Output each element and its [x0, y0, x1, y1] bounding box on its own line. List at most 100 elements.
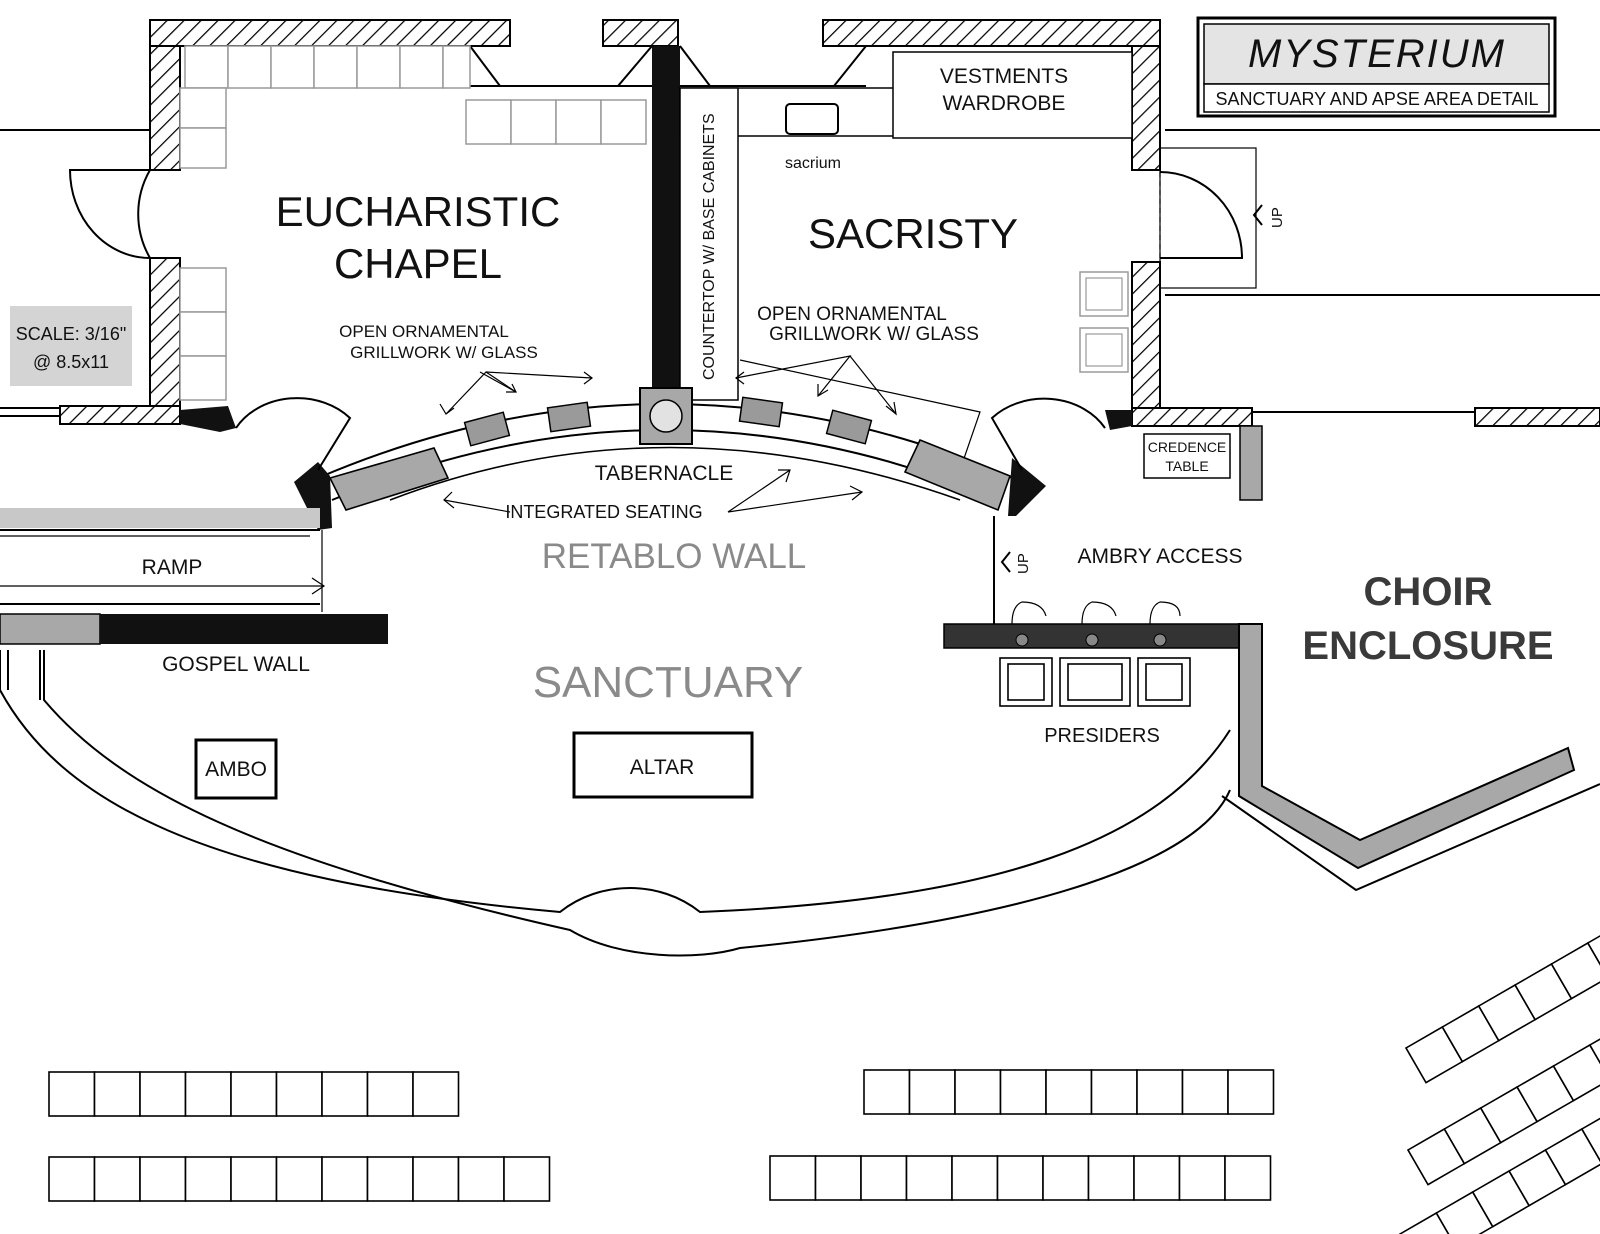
sacrium-label: sacrium	[785, 155, 841, 172]
pew-seat	[814, 1155, 862, 1201]
room-sacristy: SACRISTY	[808, 210, 1018, 257]
retablo-wall	[180, 387, 1132, 530]
pew-seat	[1045, 1069, 1093, 1115]
room-eucharistic-2: CHAPEL	[334, 240, 502, 287]
chapel-cabinets	[179, 45, 647, 401]
vestments-1: VESTMENTS	[940, 65, 1068, 88]
pew-seat	[1042, 1155, 1090, 1201]
room-choir-2: ENCLOSURE	[1302, 624, 1553, 668]
grill-right-1: OPEN ORNAMENTAL	[757, 304, 947, 325]
pew-row	[1404, 920, 1600, 1084]
credence-1: CREDENCE	[1148, 439, 1227, 455]
pew-seat	[1224, 1155, 1272, 1201]
pew-seat	[230, 1071, 278, 1117]
pew-seat	[457, 1156, 505, 1202]
pew-row	[1398, 1106, 1600, 1234]
pew-seat	[48, 1156, 96, 1202]
gospel-wall-label: GOSPEL WALL	[162, 653, 310, 676]
pew-seat	[1090, 1069, 1138, 1115]
ambry-area	[943, 516, 1240, 649]
pew-seat	[951, 1155, 999, 1201]
pew-seat	[1087, 1155, 1135, 1201]
integrated-seating-label: INTEGRATED SEATING	[505, 502, 702, 522]
pew-seat	[1136, 1069, 1184, 1115]
pew-seat	[1227, 1069, 1275, 1115]
credence-table	[1143, 425, 1263, 501]
divider-wall	[652, 46, 680, 392]
pew-seat	[954, 1069, 1002, 1115]
pew-seat	[996, 1155, 1044, 1201]
grill-panel-right	[739, 359, 981, 471]
pew-seat	[184, 1071, 232, 1117]
ambo	[194, 738, 278, 800]
pews	[48, 920, 1600, 1234]
pew-row	[48, 1156, 551, 1202]
up-sacristy-label: UP	[1269, 207, 1286, 228]
pew-seat	[321, 1156, 369, 1202]
ramp-label: RAMP	[142, 556, 203, 579]
pew-seat	[1586, 920, 1600, 979]
pew-seat	[503, 1156, 551, 1202]
pew-seat	[412, 1156, 460, 1202]
pew-seat	[139, 1156, 187, 1202]
pew-seat	[1178, 1155, 1226, 1201]
room-sanctuary: SANCTUARY	[533, 658, 804, 707]
credence-2: TABLE	[1165, 458, 1208, 474]
gospel-wall	[0, 613, 388, 645]
pew-seat	[230, 1156, 278, 1202]
choir-wall	[1221, 623, 1600, 892]
up-ambry-label: UP	[1015, 553, 1032, 574]
sanctuary-step	[0, 650, 1231, 957]
pew-seat	[93, 1071, 141, 1117]
ambry-access-label: AMBRY ACCESS	[1078, 545, 1243, 568]
pew-seat	[860, 1155, 908, 1201]
pew-seat	[905, 1155, 953, 1201]
pew-seat	[412, 1071, 460, 1117]
pew-row	[863, 1069, 1275, 1115]
grill-left-2: GRILLWORK W/ GLASS	[350, 343, 538, 362]
pew-seat	[48, 1071, 96, 1117]
room-choir-1: CHOIR	[1364, 570, 1493, 614]
sacristy-cabinets	[1079, 271, 1129, 373]
pew-seat	[908, 1069, 956, 1115]
scale-line-2: @ 8.5x11	[33, 352, 109, 372]
altar	[572, 731, 754, 799]
grillwork-arrows-left	[439, 371, 593, 415]
seating-arrows	[443, 469, 864, 513]
scale-box	[10, 306, 132, 386]
chapel-door	[68, 169, 151, 259]
grill-left-1: OPEN ORNAMENTAL	[339, 322, 509, 341]
top-skylights	[469, 45, 867, 87]
vestments-2: WARDROBE	[943, 92, 1066, 115]
pew-row	[48, 1071, 460, 1117]
pew-row	[1406, 1022, 1600, 1186]
grillwork-arrows-right	[735, 355, 897, 416]
sacristy-door	[1159, 147, 1263, 289]
logo-text: MYSTERIUM	[1248, 32, 1506, 76]
tabernacle-label: TABERNACLE	[595, 462, 733, 485]
retablo-wall-label: RETABLO WALL	[542, 537, 807, 576]
corridor-lines	[0, 129, 1600, 417]
pew-seat	[366, 1156, 414, 1202]
room-eucharistic-1: EUCHARISTIC	[276, 188, 561, 235]
pew-seat	[863, 1069, 911, 1115]
retablo-doors	[235, 397, 1106, 471]
pew-seat	[1181, 1069, 1229, 1115]
pew-seat	[1133, 1155, 1181, 1201]
title-subtitle: SANCTUARY AND APSE AREA DETAIL	[1215, 89, 1538, 109]
pew-seat	[184, 1156, 232, 1202]
ambo-label: AMBO	[205, 758, 267, 781]
presider-chairs	[999, 657, 1191, 707]
pew-seat	[1580, 1106, 1600, 1165]
pew-seat	[275, 1156, 323, 1202]
pew-seat	[321, 1071, 369, 1117]
grill-right-2: GRILLWORK W/ GLASS	[769, 324, 979, 345]
pew-seat	[999, 1069, 1047, 1115]
pew-seat	[275, 1071, 323, 1117]
hatched-walls	[59, 19, 1600, 427]
pew-seat	[139, 1071, 187, 1117]
pew-seat	[366, 1071, 414, 1117]
scale-line-1: SCALE: 3/16"	[16, 324, 126, 344]
ramp	[0, 508, 326, 612]
